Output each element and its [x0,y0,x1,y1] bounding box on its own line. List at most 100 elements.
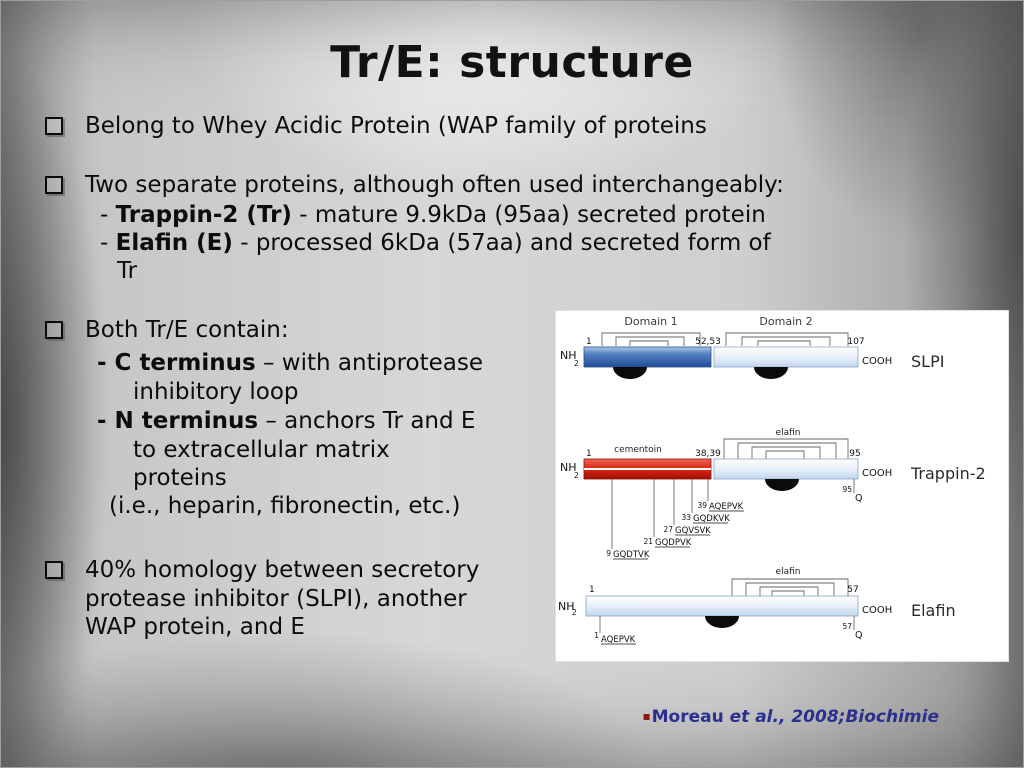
elafin-inhibitory-loop [705,616,739,628]
bullet-two-proteins-text: Two separate proteins, although often us… [85,172,784,198]
slpi-inhibitory-loop-2 [754,367,788,379]
slpi-inhibitory-loop-1 [613,367,647,379]
bullet-checkbox-icon [45,561,63,579]
slpi-cooh-label: COOH [862,356,892,367]
trappin-inhibitory-loop [765,479,799,491]
n-terminus-desc-cont2: proteins [133,465,227,491]
elafin-nh2-label: NH [558,600,575,613]
trappin-residue-1: 1 [586,449,592,459]
dash: - [100,202,116,228]
protein-diagram: Domain 1 Domain 2 1 52,53 107 NH 2 COOH … [558,315,986,645]
slpi-domain2-bar [713,346,859,368]
citation-etal: et al., 2008; [729,707,846,727]
n-terminus-desc-cont3: (i.e., heparin, fibronectin, etc.) [109,493,461,519]
trappin-elafin-domain-label: elafin [776,428,801,438]
seq-gqdtvk: GQDTVK [613,550,650,560]
bullet-checkbox-icon [45,176,63,194]
trappin-residue-3839: 38,39 [695,449,721,459]
trappin2-desc: - mature 9.9kDa (95aa) secreted protein [291,202,766,228]
bullet-homology-line1: 40% homology between secretory [85,557,479,583]
trappin-seq-annotations: 39 AQEPVK 33 GQDKVK 27 GQVSVK 21 GQDPVK [606,479,744,560]
slpi-domain1-bar [583,346,712,368]
subitem-n-terminus: - N terminus – anchors Tr and E [97,408,475,434]
seq-pos-21: 21 [643,537,653,546]
subitem-trappin2: - Trappin-2 (Tr) - mature 9.9kDa (95aa) … [100,202,766,228]
trappin-c-tail: 95 Q [842,479,862,504]
slpi-diagram: Domain 1 Domain 2 1 52,53 107 NH 2 COOH … [560,315,944,379]
c-terminus-desc: – with antiprotease [255,350,483,376]
bullet-wap-family: Belong to Whey Acidic Protein (WAP famil… [85,113,707,139]
c-terminus-desc-cont: inhibitory loop [133,379,299,405]
trappin-residue-95: 95 [849,449,860,459]
bullet-both-contain: Both Tr/E contain: [85,317,289,343]
elafin-desc-cont: Tr [117,258,138,284]
elafin-tail-pos: 57 [842,622,852,631]
trappin-cooh-label: COOH [862,468,892,479]
slpi-disulfide-brackets [601,332,849,346]
elafin-name: Elafin (E) [115,230,233,256]
trappin2-diagram: elafin cementoin 1 38,39 95 NH 2 COOH Tr… [560,428,986,560]
seq-pos-9: 9 [606,549,611,558]
subitem-n-terminus-cont2: proteins [133,465,227,491]
n-terminus-label: - N terminus [97,408,259,434]
homology-line1: 40% homology between secretory [85,557,480,583]
bullet-checkbox-icon [45,117,63,135]
bullet-homology-line3: WAP protein, and E [85,614,305,640]
slpi-nh2-sub: 2 [574,359,579,368]
elafin-tail-q: Q [855,630,862,641]
seq-gqvsvk: GQVSVK [675,526,711,536]
elafin-diagram: elafin 1 57 NH 2 COOH Elafin 1 AQEPVK [558,567,956,645]
trappin-nh2-sub: 2 [574,471,579,480]
seq-pos-33: 33 [681,513,691,522]
seq-gqdkvk: GQDKVK [693,514,730,524]
elafin-cooh-label: COOH [862,605,892,616]
trappin-name: Trappin-2 [910,464,986,483]
elafin-residue-1: 1 [589,585,595,595]
slpi-name: SLPI [911,352,944,371]
trappin-cementoin-label: cementoin [614,445,662,455]
citation-author: Moreau [651,707,730,727]
elafin-name: Elafin [911,601,956,620]
seq-pos-27: 27 [663,525,673,534]
slpi-nh2-label: NH [560,349,577,362]
subitem-n-terminus-cont1: to extracellular matrix [133,437,390,463]
trappin-cementoin-stripe [584,468,711,470]
subitem-elafin: - Elafin (E) - processed 6kDa (57aa) and… [100,230,771,256]
elafin-nh2-sub: 2 [572,608,577,617]
elafin-c-tail: 57 Q [842,616,862,641]
subitem-elafin-cont: Tr [117,258,137,284]
bullet-homology-line2: protease inhibitor (SLPI), another [85,586,467,612]
dash: - [100,230,116,256]
elafin-domain-label: elafin [776,567,801,577]
elafin-bar [585,595,859,617]
slpi-residue-5253: 52,53 [695,337,721,347]
trappin2-name: Trappin-2 (Tr) [115,202,292,228]
c-terminus-label: - C terminus [97,350,256,376]
trappin-nh2-label: NH [560,461,577,474]
domain1-label: Domain 1 [624,315,677,328]
trappin-disulfide-brackets [723,438,849,459]
n-terminus-desc: – anchors Tr and E [258,408,476,434]
elafin-disulfide-brackets [731,578,849,596]
slpi-residue-107: 107 [847,337,864,347]
trappin-elafin-bar [713,458,859,480]
protein-structure-figure: Domain 1 Domain 2 1 52,53 107 NH 2 COOH … [556,311,1008,661]
homology-line3: WAP protein, and E [85,614,305,640]
seq-pos-39: 39 [697,501,707,510]
homology-line2: protease inhibitor (SLPI), another [85,586,467,612]
trappin-tail-pos: 95 [842,485,852,494]
trappin-tail-q: Q [855,493,862,504]
bullet-two-proteins: Two separate proteins, although often us… [85,172,784,198]
citation-bullet-icon: ▪ [642,709,651,723]
citation: ▪Moreau et al., 2008;Biochimie [642,707,939,727]
n-terminus-desc-cont1: to extracellular matrix [133,437,390,463]
elafin-seq-pos: 1 [594,631,599,640]
bullet-both-contain-text: Both Tr/E contain: [85,317,289,343]
elafin-seq-aqepvk: AQEPVK [601,635,636,645]
subitem-c-terminus: - C terminus – with antiprotease [97,350,483,376]
domain2-label: Domain 2 [759,315,812,328]
subitem-n-terminus-cont3: (i.e., heparin, fibronectin, etc.) [109,493,460,519]
elafin-desc: - processed 6kDa (57aa) and secreted for… [232,230,771,256]
slide-title: Tr/E: structure [330,37,694,88]
